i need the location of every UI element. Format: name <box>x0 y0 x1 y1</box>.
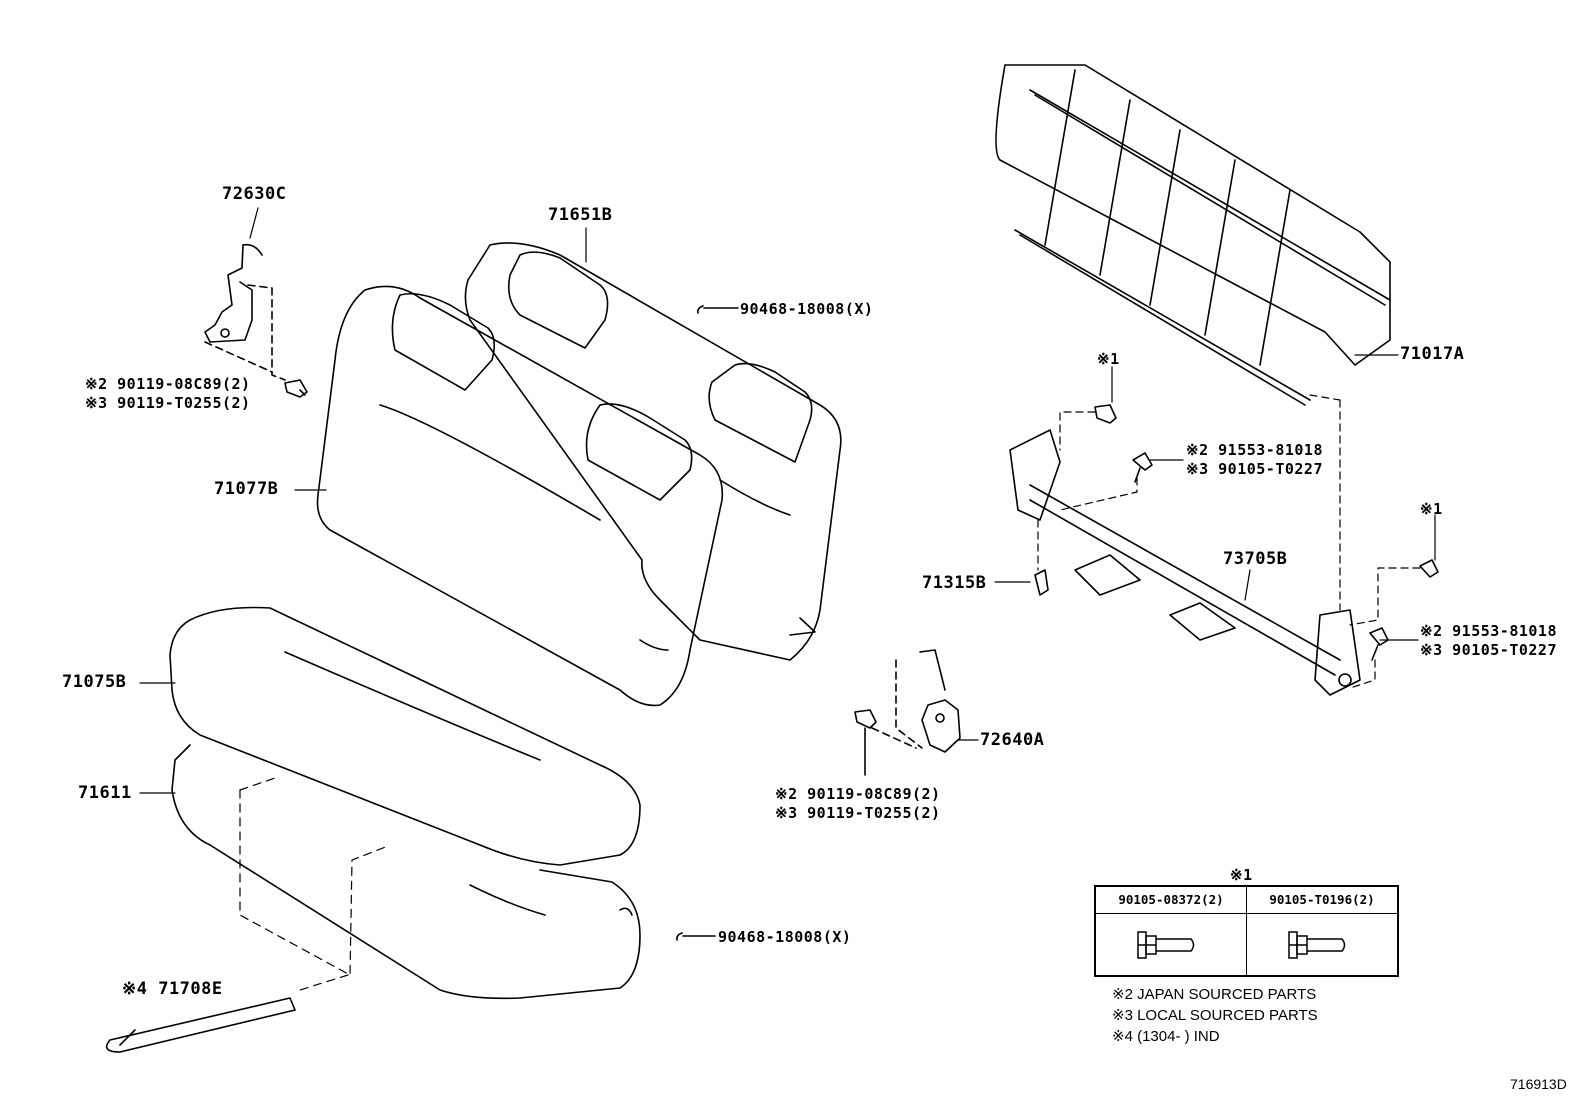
label-71077B: 71077B <box>214 479 279 499</box>
bolt-table-col2: 90105-T0196(2) <box>1269 892 1375 907</box>
label-71611: 71611 <box>78 783 132 803</box>
cushion-pad-illustration <box>171 744 641 1000</box>
label-71017A: 71017A <box>1400 344 1465 364</box>
flange-bolt-icon <box>1137 931 1195 959</box>
label-star1-b: ※1 <box>1420 500 1443 518</box>
bolt-left-illustration <box>284 379 308 398</box>
label-72640A: 72640A <box>980 730 1045 750</box>
clip-icon-top <box>697 305 739 314</box>
hinge-center-illustration <box>871 649 961 753</box>
label-71315B: 71315B <box>922 573 987 593</box>
label-star1-a: ※1 <box>1097 350 1120 368</box>
label-90105-T0227-b: ※3 90105-T0227 <box>1420 641 1557 659</box>
label-71075B: 71075B <box>62 672 127 692</box>
note-ind: ※4 (1304- ) IND <box>1112 1028 1220 1045</box>
bolt-table-cell2 <box>1247 914 1397 976</box>
frame-bar-illustration <box>1009 429 1361 696</box>
frame-dashed-leaders <box>1037 394 1421 689</box>
bolt-table: 90105-08372(2) 90105-T0196(2) <box>1094 885 1399 977</box>
label-90119-08C89-left: ※2 90119-08C89(2) <box>85 375 251 393</box>
label-leaders <box>139 207 1436 794</box>
label-90105-T0227-a: ※3 90105-T0227 <box>1186 460 1323 478</box>
tonneau-cover-illustration <box>995 64 1391 406</box>
seat-cushion-illustration <box>169 606 641 866</box>
label-90119-08C89-mid: ※2 90119-08C89(2) <box>775 785 941 803</box>
label-73705B: 73705B <box>1223 549 1288 569</box>
note-local-sourced: ※3 LOCAL SOURCED PARTS <box>1112 1007 1318 1024</box>
label-91553-b: ※2 91553-81018 <box>1420 622 1557 640</box>
label-90468-top: 90468-18008(X) <box>740 300 874 318</box>
bolt-table-cell1 <box>1096 914 1247 976</box>
label-90119-T0255-left: ※3 90119-T0255(2) <box>85 394 251 412</box>
note-japan-sourced: ※2 JAPAN SOURCED PARTS <box>1112 986 1317 1003</box>
diagram-id: 716913D <box>1510 1076 1567 1092</box>
frame-bolts-illustration <box>1034 404 1439 661</box>
strap-illustration <box>105 997 296 1053</box>
hinge-left-illustration <box>204 243 286 381</box>
label-72630C: 72630C <box>222 184 287 204</box>
seatback-front-illustration <box>316 285 724 707</box>
label-91553-a: ※2 91553-81018 <box>1186 441 1323 459</box>
cushion-dashed-leaders <box>239 777 389 991</box>
label-71651B: 71651B <box>548 205 613 225</box>
flange-bolt-icon-2 <box>1288 931 1346 959</box>
clip-icon-bottom <box>676 932 716 941</box>
table-title: ※1 <box>1230 866 1253 884</box>
label-71708E: ※4 71708E <box>122 979 223 999</box>
label-90468-bottom: 90468-18008(X) <box>718 928 852 946</box>
bolt-center-illustration <box>854 709 877 776</box>
bolt-table-header: 90105-08372(2) 90105-T0196(2) <box>1096 887 1397 914</box>
label-90119-T0255-mid: ※3 90119-T0255(2) <box>775 804 941 822</box>
bolt-table-col1: 90105-08372(2) <box>1096 887 1247 913</box>
